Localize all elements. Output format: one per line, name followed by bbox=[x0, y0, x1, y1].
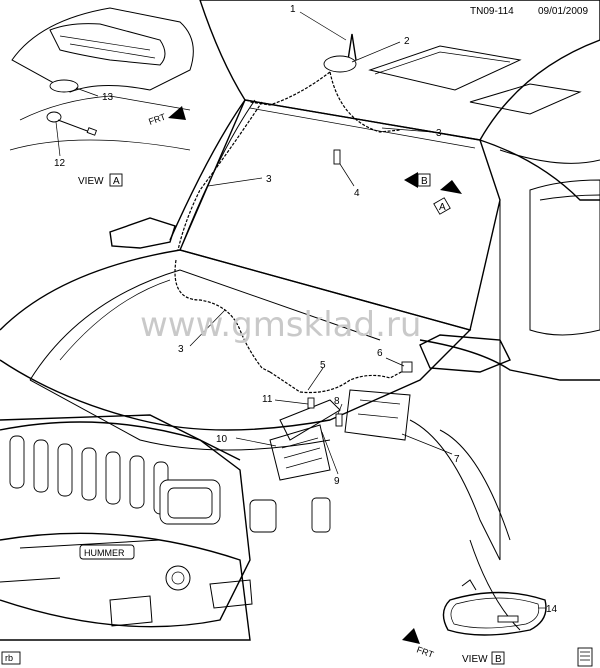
view-arrows: B A bbox=[404, 172, 462, 215]
document-icon bbox=[577, 647, 593, 667]
vehicle-body: HUMMER bbox=[0, 0, 600, 641]
corner-tag: rb bbox=[1, 651, 21, 665]
rear-view-mirror bbox=[442, 591, 547, 636]
view-b-prefix: VIEW bbox=[462, 654, 488, 665]
antenna-mast bbox=[347, 33, 357, 61]
view-b-letter: B bbox=[495, 654, 502, 665]
antenna-assembly bbox=[174, 33, 401, 373]
view-a-letter: A bbox=[113, 176, 120, 187]
callout-9: 9 bbox=[334, 476, 340, 487]
callout-3b: 3 bbox=[266, 174, 272, 185]
callout-14: 14 bbox=[546, 604, 558, 615]
view-a-prefix: VIEW bbox=[78, 176, 104, 187]
diagram-code: TN09-114 bbox=[470, 6, 514, 17]
arrow-a-letter: A bbox=[439, 202, 446, 213]
callout-11: 11 bbox=[262, 394, 273, 405]
screw-4 bbox=[333, 149, 341, 165]
module-assembly bbox=[269, 361, 413, 481]
frt-label-top: FRT bbox=[147, 111, 167, 126]
lamp-13-icon bbox=[49, 79, 79, 93]
view-b-inset: FRT VIEW B bbox=[402, 579, 547, 665]
clip-11 bbox=[307, 397, 315, 409]
callout-4: 4 bbox=[354, 188, 360, 199]
callout-5: 5 bbox=[320, 360, 326, 371]
bolt-8 bbox=[335, 413, 343, 427]
antenna-base bbox=[323, 55, 357, 73]
frt-label-bottom: FRT bbox=[415, 644, 435, 659]
bracket-10 bbox=[269, 424, 331, 481]
module-7 bbox=[344, 389, 411, 441]
leader-lines bbox=[55, 11, 546, 609]
callout-3a: 3 bbox=[436, 128, 442, 139]
callout-12: 12 bbox=[54, 158, 66, 169]
grille bbox=[9, 435, 169, 515]
callout-1: 1 bbox=[290, 4, 296, 15]
view-b-box bbox=[491, 651, 505, 665]
grille-badge: HUMMER bbox=[84, 548, 125, 558]
view-a-box bbox=[109, 173, 123, 187]
callout-10: 10 bbox=[216, 434, 228, 445]
callout-6: 6 bbox=[377, 348, 383, 359]
callout-8: 8 bbox=[334, 396, 340, 407]
diagram-date: 09/01/2009 bbox=[538, 6, 588, 17]
frt-arrow-top-icon bbox=[168, 106, 186, 120]
sensor-12-icon bbox=[46, 111, 62, 123]
svg-text:rb: rb bbox=[5, 653, 13, 663]
watermark: www.gmsklad.ru bbox=[140, 305, 421, 345]
callout-2: 2 bbox=[404, 36, 410, 47]
callout-7: 7 bbox=[454, 454, 460, 465]
callout-13: 13 bbox=[102, 92, 114, 103]
arrow-b-letter: B bbox=[421, 176, 428, 187]
connector-6 bbox=[401, 361, 413, 373]
callouts: 1 2 3 3 3 4 5 6 7 8 9 10 11 12 13 14 bbox=[54, 4, 558, 615]
callout-3c: 3 bbox=[178, 344, 184, 355]
